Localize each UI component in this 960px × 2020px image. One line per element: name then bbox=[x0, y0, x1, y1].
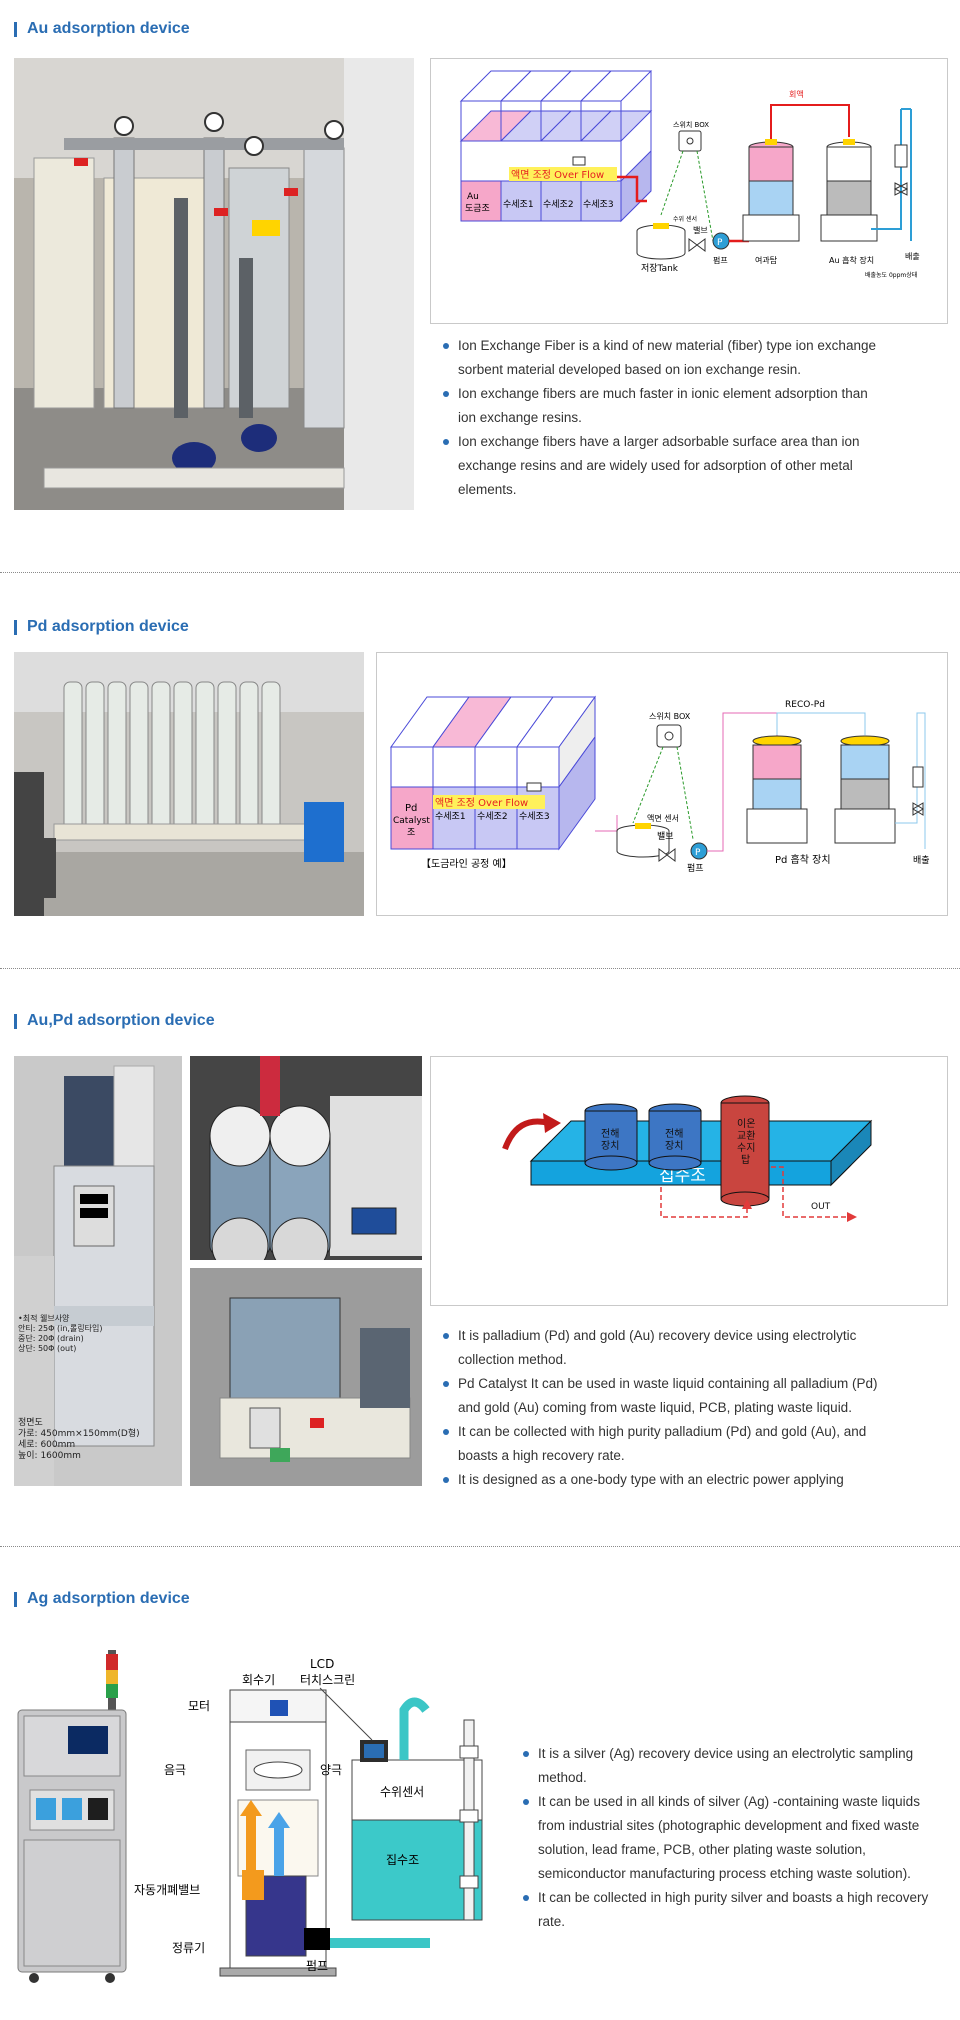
aupd-diagram-cell2-line1: 전해 bbox=[665, 1127, 683, 1140]
au-diagram-discharge: 배출 bbox=[905, 251, 920, 261]
au-diagram-storage-tank: 저장Tank bbox=[641, 263, 679, 274]
pd-diagram-level-sensor: 액면 센서 bbox=[647, 813, 679, 823]
section-title-aupd: Au,Pd adsorption device bbox=[14, 1012, 215, 1030]
pd-device-photo bbox=[14, 652, 364, 916]
au-diagram-filter: 여과탑 bbox=[755, 255, 778, 265]
ag-diagram-rotor: 회수기 bbox=[242, 1673, 275, 1687]
ag-diagram-motor: 모터 bbox=[188, 1699, 210, 1713]
pd-diagram-adsorber: Pd 흡착 장치 bbox=[775, 853, 831, 866]
aupd-diagram-cell1-line2: 장치 bbox=[601, 1140, 619, 1152]
au-diagram-rinse2: 수세조2 bbox=[543, 199, 574, 210]
aupd-installation-photo bbox=[190, 1268, 422, 1486]
aupd-spec-note: •최적 웰브사양 안티: 25Φ (in,롤링타입) 중단: 20Φ (drai… bbox=[18, 1314, 103, 1353]
pd-diagram-rinse1: 수세조1 bbox=[435, 811, 466, 822]
ag-bullet-2: It can be used in all kinds of silver (A… bbox=[520, 1790, 940, 1886]
au-diagram-tank-label: Au bbox=[467, 192, 479, 202]
section-title-au: Au adsorption device bbox=[14, 20, 190, 38]
au-diagram-adsorber: Au 흡착 장치 bbox=[829, 255, 874, 265]
aupd-diagram-cell1-line1: 전해 bbox=[601, 1127, 619, 1140]
pd-diagram-rinse2: 수세조2 bbox=[477, 811, 508, 822]
au-diagram-return: 회액 bbox=[789, 89, 804, 99]
section-divider bbox=[0, 572, 960, 573]
pd-diagram-pump: 펌프 bbox=[687, 862, 704, 874]
aupd-diagram-collector: 집수조 bbox=[659, 1166, 706, 1186]
au-bullet-1: Ion Exchange Fiber is a kind of new mate… bbox=[440, 334, 880, 382]
pd-diagram-valve: 밸브 bbox=[657, 831, 674, 842]
pd-diagram-tank-label: Pd bbox=[405, 803, 417, 814]
au-diagram-switch-box: 스위치 BOX bbox=[673, 120, 709, 129]
aupd-bullet-2: Pd Catalyst It can be used in waste liqu… bbox=[440, 1372, 880, 1420]
au-bullet-3: Ion exchange fibers have a larger adsorb… bbox=[440, 430, 880, 502]
ag-diagram-collector: 집수조 bbox=[386, 1853, 419, 1867]
au-diagram-pump: 펌프 bbox=[713, 255, 728, 265]
section-title-ag: Ag adsorption device bbox=[14, 1590, 190, 1608]
pd-diagram-caption: 【도금라인 공정 예】 bbox=[421, 858, 512, 870]
pd-diagram-switch-box: 스위치 BOX bbox=[649, 712, 691, 721]
section-divider bbox=[0, 968, 960, 969]
au-diagram-discharge-note: 배출농도 0ppm상태 bbox=[865, 271, 917, 279]
au-diagram-level-sensor: 수위 센서 bbox=[673, 215, 697, 223]
ag-process-diagram: 회수기 LCD 터치스크린 모터 음극 양극 수위센서 집수조 자동개폐밸브 정… bbox=[134, 1650, 512, 1990]
au-diagram-valve: 밸브 bbox=[693, 225, 708, 235]
aupd-diagram-ion-line2: 교환 bbox=[737, 1130, 755, 1142]
ag-bullet-1: It is a silver (Ag) recovery device usin… bbox=[520, 1742, 940, 1790]
au-diagram-tank-label2: 도금조 bbox=[465, 203, 490, 214]
au-bullet-list: Ion Exchange Fiber is a kind of new mate… bbox=[440, 334, 880, 502]
ag-diagram-auto-valve: 자동개폐밸브 bbox=[134, 1883, 200, 1897]
pd-diagram-rinse3: 수세조3 bbox=[519, 811, 550, 822]
pd-diagram-tank-label2: Catalyst bbox=[393, 816, 430, 826]
ag-bullet-list: It is a silver (Ag) recovery device usin… bbox=[520, 1742, 940, 1934]
aupd-bullet-4: It is designed as a one-body type with a… bbox=[440, 1468, 880, 1492]
ag-device-photo bbox=[10, 1650, 134, 1986]
aupd-process-diagram: 집수조 전해 장치 전해 장치 이온 교환 수지 탑 OUT bbox=[430, 1056, 948, 1306]
pd-process-diagram: Pd Catalyst 조 수세조1 수세조2 수세조3 액면 조정 Over … bbox=[376, 652, 948, 916]
au-bullet-2: Ion exchange fibers are much faster in i… bbox=[440, 382, 880, 430]
ag-bullet-3: It can be collected in high purity silve… bbox=[520, 1886, 940, 1934]
pd-diagram-overflow: 액면 조정 Over Flow bbox=[435, 797, 528, 809]
aupd-bullet-1: It is palladium (Pd) and gold (Au) recov… bbox=[440, 1324, 880, 1372]
aupd-diagram-ion-line3: 수지 bbox=[737, 1142, 755, 1154]
ag-diagram-lcd1: LCD bbox=[310, 1657, 334, 1671]
ag-diagram-cathode: 음극 bbox=[164, 1763, 186, 1777]
ag-diagram-pump: 펌프 bbox=[306, 1959, 328, 1973]
pd-diagram-reco: RECO-Pd bbox=[785, 700, 825, 710]
ag-diagram-lcd2: 터치스크린 bbox=[300, 1673, 355, 1687]
aupd-diagram-ion-line1: 이온 bbox=[737, 1118, 755, 1130]
section-divider bbox=[0, 1546, 960, 1547]
pd-diagram-tank-label3: 조 bbox=[407, 828, 415, 838]
au-diagram-pump-symbol: P bbox=[717, 238, 723, 248]
ag-diagram-level-sensor: 수위센서 bbox=[380, 1785, 424, 1799]
au-process-diagram: Au 도금조 수세조1 수세조2 수세조3 액면 조정 Over Flow 스위… bbox=[430, 58, 948, 324]
aupd-diagram-ion-line4: 탑 bbox=[741, 1154, 750, 1166]
ag-diagram-anode: 양극 bbox=[320, 1763, 342, 1777]
aupd-dimension-note: 정면도 가로: 450mm×150mm(D형) 세로: 600mm 높이: 16… bbox=[18, 1418, 140, 1461]
au-diagram-overflow: 액면 조정 Over Flow bbox=[511, 169, 604, 181]
section-title-pd: Pd adsorption device bbox=[14, 618, 189, 636]
pd-diagram-pump-symbol: P bbox=[695, 848, 701, 858]
aupd-cell-photo bbox=[190, 1056, 422, 1260]
ag-diagram-rectifier: 정류기 bbox=[172, 1941, 205, 1955]
aupd-diagram-cell2-line2: 장치 bbox=[665, 1140, 683, 1152]
au-diagram-rinse1: 수세조1 bbox=[503, 199, 534, 210]
pd-diagram-discharge: 배출 bbox=[913, 855, 930, 866]
aupd-bullet-list: It is palladium (Pd) and gold (Au) recov… bbox=[440, 1324, 880, 1492]
aupd-bullet-3: It can be collected with high purity pal… bbox=[440, 1420, 880, 1468]
aupd-diagram-out: OUT bbox=[811, 1202, 831, 1212]
aupd-cabinet-photo: •최적 웰브사양 안티: 25Φ (in,롤링타입) 중단: 20Φ (drai… bbox=[14, 1056, 182, 1486]
au-device-photo bbox=[14, 58, 414, 510]
au-diagram-rinse3: 수세조3 bbox=[583, 199, 614, 210]
